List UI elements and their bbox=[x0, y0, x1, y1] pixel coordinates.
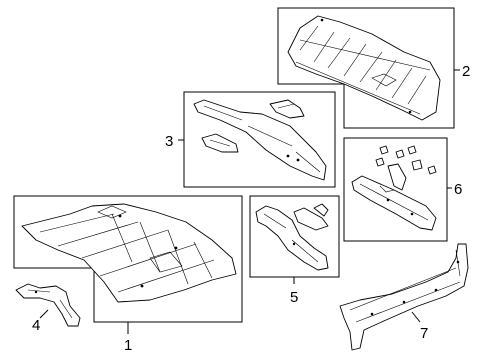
crossmember-part bbox=[193, 99, 327, 181]
group-5: 5 bbox=[249, 195, 340, 306]
member-bracket-part bbox=[293, 203, 329, 231]
front-floor-pan-part bbox=[21, 203, 237, 303]
callout-1: 1 bbox=[124, 337, 132, 354]
callout-4: 4 bbox=[32, 317, 40, 334]
callout-2: 2 bbox=[462, 63, 470, 80]
small-bracket-part bbox=[15, 283, 81, 327]
callout-5: 5 bbox=[290, 289, 298, 306]
callout-3: 3 bbox=[165, 133, 173, 150]
rail-part bbox=[351, 175, 437, 231]
group-6: 6 bbox=[343, 137, 462, 242]
group-1: 1 bbox=[13, 195, 243, 354]
callout-6: 6 bbox=[454, 181, 462, 198]
group-2: 2 bbox=[277, 7, 470, 129]
group-3: 3 bbox=[165, 91, 336, 188]
rear-floor-pan-part bbox=[287, 15, 441, 121]
group-2-frame bbox=[277, 7, 455, 129]
member-part bbox=[255, 205, 329, 271]
upper-bracket-part bbox=[269, 99, 305, 119]
group-1-frame bbox=[13, 195, 243, 323]
group-6-frame bbox=[343, 137, 448, 242]
callout-7: 7 bbox=[420, 325, 428, 342]
lower-bracket-part bbox=[201, 133, 239, 153]
group-7: 7 bbox=[339, 243, 469, 351]
group-4: 4 bbox=[15, 283, 81, 334]
rail-bracket-part bbox=[387, 163, 407, 191]
small-clips bbox=[375, 145, 437, 175]
long-rail-part bbox=[339, 243, 469, 351]
